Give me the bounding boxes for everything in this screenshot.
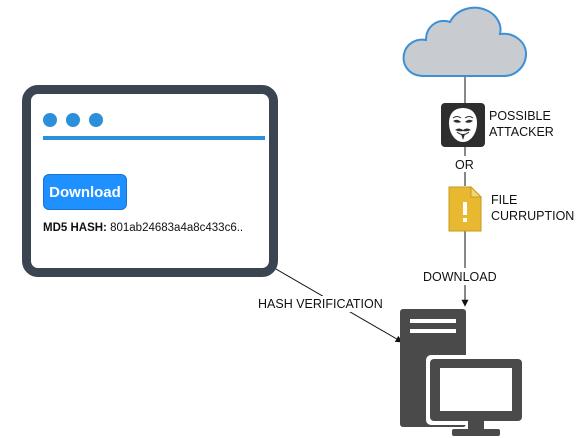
or-label: OR [455,158,474,172]
download-label: DOWNLOAD [423,270,497,284]
md5-hash-label: MD5 HASH: [43,222,107,234]
anonymous-mask-icon [441,103,485,147]
possible-attacker-label: POSSIBLE ATTACKER [489,109,554,139]
file-warning-icon [448,186,482,232]
window-header-bar [43,136,265,140]
desktop-computer-icon [400,309,526,436]
file-corruption-label: FILE CURRUPTION [491,193,575,223]
md5-hash-line: MD5 HASH: 801ab24683a4a8c433c6.. [43,222,243,234]
window-dot-1 [43,113,57,127]
hash-verification-label: HASH VERIFICATION [258,296,383,312]
browser-window: Download MD5 HASH: 801ab24683a4a8c433c6.… [22,85,278,277]
window-dot-2 [66,113,80,127]
download-button[interactable]: Download [43,174,127,210]
window-dot-3 [89,113,103,127]
cloud-icon [402,6,528,77]
md5-hash-value: 801ab24683a4a8c433c6.. [110,222,244,234]
